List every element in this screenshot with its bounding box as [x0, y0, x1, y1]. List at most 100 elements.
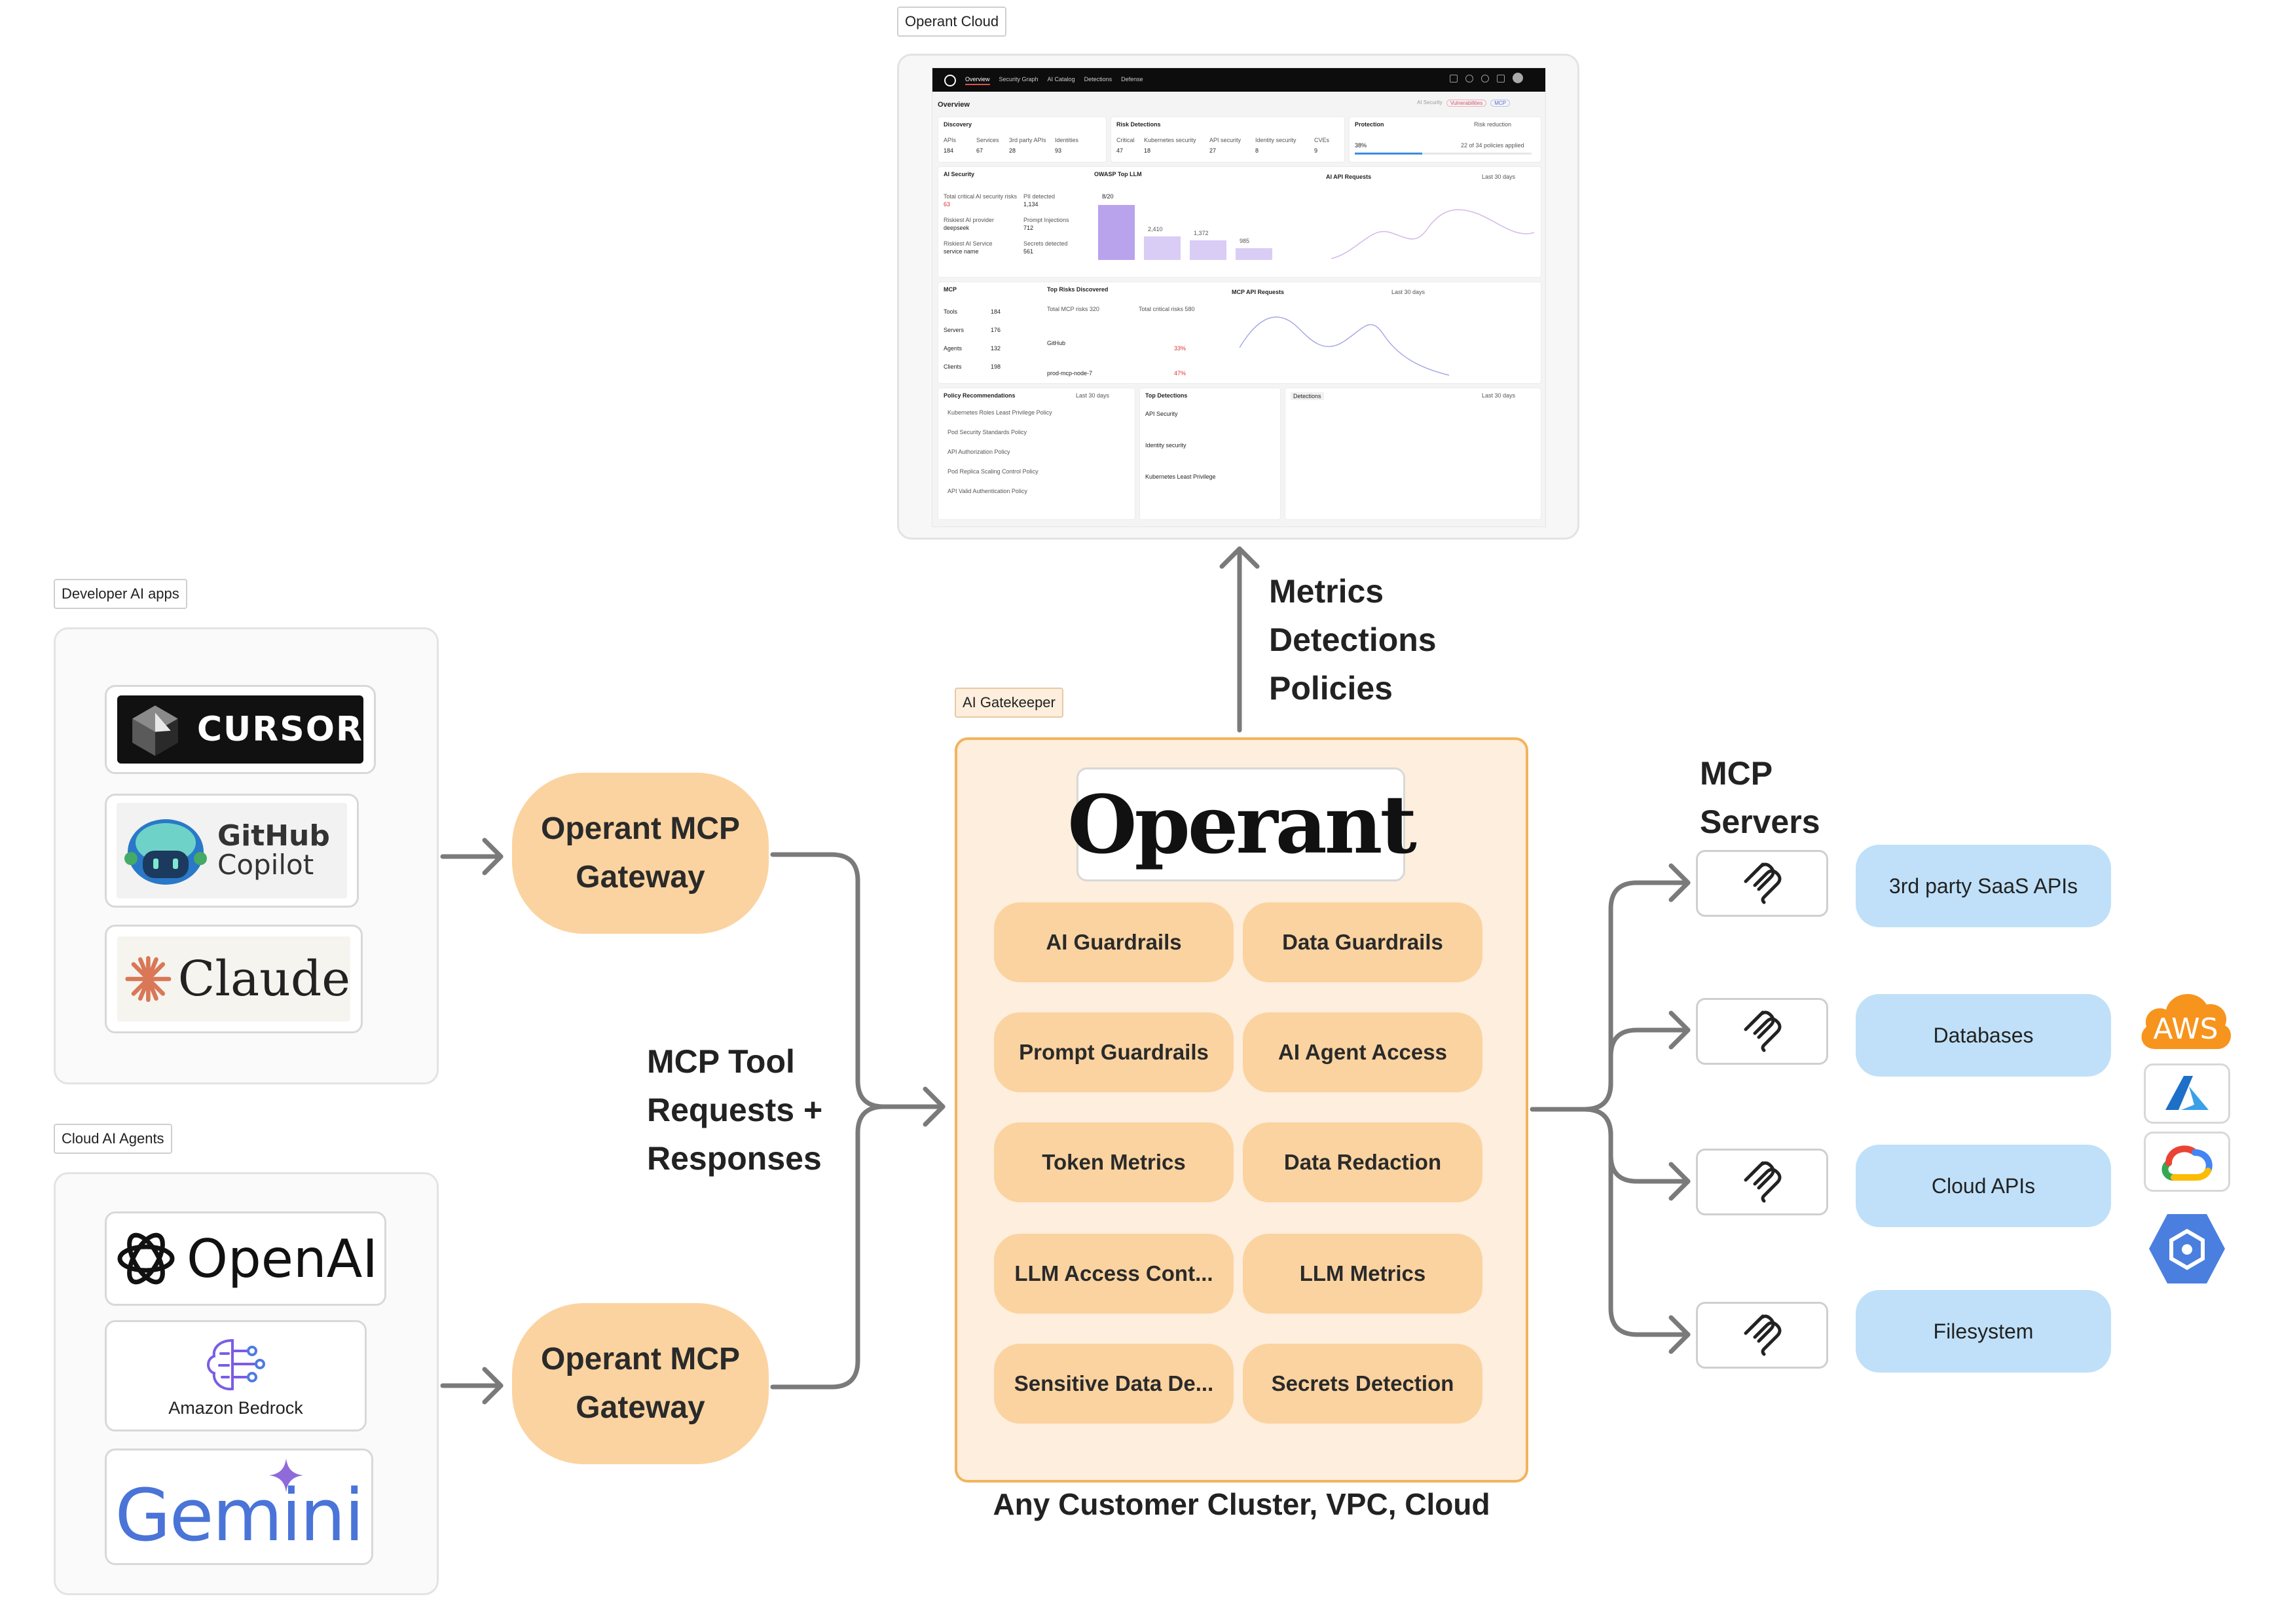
risk-value: 47 [1116, 147, 1124, 154]
mcp-server-3[interactable] [1696, 1149, 1828, 1215]
risk-value: 8 [1255, 147, 1259, 154]
discovery-label: Services [976, 137, 999, 143]
feature-data-redaction[interactable]: Data Redaction [1243, 1122, 1482, 1202]
destination-databases[interactable]: Databases [1856, 994, 2111, 1077]
feature-secrets-detection[interactable]: Secrets Detection [1243, 1344, 1482, 1424]
operant-mcp-gateway-cloud[interactable]: Operant MCP Gateway [512, 1303, 769, 1464]
gcp-hexagon-icon [2149, 1214, 2225, 1283]
nav-detections[interactable]: Detections [1084, 76, 1112, 83]
operant-mcp-gateway-dev[interactable]: Operant MCP Gateway [512, 773, 769, 934]
arrow-gateway1-to-gatekeeper [770, 852, 946, 1109]
owasp-bar [1190, 240, 1226, 260]
chip-mcp[interactable]: MCP [1490, 100, 1510, 107]
amazon-bedrock-logo: Amazon Bedrock [105, 1320, 367, 1431]
bedrock-brain-icon [207, 1338, 265, 1390]
feature-prompt-guardrails[interactable]: Prompt Guardrails [994, 1012, 1234, 1092]
feature-ai-guardrails[interactable]: AI Guardrails [994, 902, 1234, 982]
mcp-icon [1744, 1161, 1782, 1203]
protection-bar-fill [1355, 153, 1422, 155]
policy-item[interactable]: Kubernetes Roles Least Privilege Policy [947, 409, 1052, 416]
tab-detections[interactable]: Detections [1291, 392, 1324, 400]
period-select[interactable]: Last 30 days [1482, 392, 1516, 399]
ai-sec-label: Prompt Injections [1023, 217, 1069, 223]
protection-card: Protection Risk reduction 38% 22 of 34 p… [1349, 117, 1541, 162]
ai-sec-value: 561 [1023, 248, 1034, 255]
mcp-server-1[interactable] [1696, 850, 1828, 917]
google-cloud-logo [2144, 1132, 2230, 1192]
policy-item[interactable]: Pod Security Standards Policy [947, 429, 1027, 435]
settings-icon[interactable] [1450, 75, 1458, 83]
claude-wordmark: Claude [177, 951, 350, 1007]
avatar[interactable] [1513, 73, 1523, 83]
feature-sensitive-data-detection[interactable]: Sensitive Data De... [994, 1344, 1234, 1424]
nav-ai-catalog[interactable]: AI Catalog [1047, 76, 1075, 83]
grid-icon[interactable] [1497, 75, 1505, 83]
operant-wordmark: Operant [1067, 777, 1417, 872]
feature-data-guardrails[interactable]: Data Guardrails [1243, 902, 1482, 982]
nav-defense[interactable]: Defense [1121, 76, 1143, 83]
policy-item[interactable]: API Authorization Policy [947, 449, 1010, 455]
feature-ai-agent-access[interactable]: AI Agent Access [1243, 1012, 1482, 1092]
mcp-server-2[interactable] [1696, 998, 1828, 1065]
period-select[interactable]: Last 30 days [1482, 174, 1516, 180]
ai-sec-label: Riskiest AI provider [944, 217, 995, 223]
aws-cloud-icon [2141, 994, 2232, 1049]
mcp-row-label: Tools [944, 308, 958, 315]
discovery-card: Discovery APIs Services 3rd party APIs I… [938, 117, 1107, 162]
risk-label: Kubernetes security [1144, 137, 1196, 143]
nav-security-graph[interactable]: Security Graph [999, 76, 1039, 83]
detection-item[interactable]: Kubernetes Least Privilege [1145, 473, 1216, 480]
feature-token-metrics[interactable]: Token Metrics [994, 1122, 1234, 1202]
top-detections-title: Top Detections [1145, 392, 1188, 399]
ai-security-card: AI Security Total critical AI security r… [938, 166, 1541, 278]
gcp-hexagon-logo [2146, 1210, 2228, 1287]
destination-cloud-apis[interactable]: Cloud APIs [1856, 1145, 2111, 1227]
arrowhead [1219, 546, 1260, 569]
feature-llm-metrics[interactable]: LLM Metrics [1243, 1234, 1482, 1314]
risk-value: 18 [1144, 147, 1151, 154]
owasp-title: OWASP Top LLM [1094, 171, 1142, 177]
gateway-title: Operant MCP [540, 811, 741, 846]
policy-item[interactable]: API Valid Authentication Policy [947, 488, 1027, 494]
up-flow-label: Metrics Detections Policies [1269, 567, 1437, 712]
feature-llm-access-control[interactable]: LLM Access Cont... [994, 1234, 1234, 1314]
up-label-metrics: Metrics [1269, 573, 1384, 610]
destination-filesystem[interactable]: Filesystem [1856, 1290, 2111, 1373]
ai-sec-label: PII detected [1023, 193, 1056, 200]
mcp-api-requests-title: MCP API Requests [1232, 289, 1285, 295]
ai-sec-value: 63 [944, 201, 951, 208]
help-icon[interactable] [1465, 75, 1473, 83]
detection-item[interactable]: Identity security [1145, 442, 1186, 449]
github-copilot-logo: GitHub Copilot [105, 794, 359, 908]
ai-api-requests-chart [1331, 209, 1534, 259]
cloud-ai-agents-tag: Cloud AI Agents [54, 1124, 172, 1154]
destination-saas-apis[interactable]: 3rd party SaaS APIs [1856, 845, 2111, 927]
chip-ai-security[interactable]: AI Security [1417, 100, 1443, 105]
operant-brand-box: Operant [1067, 767, 1417, 881]
nav-icons [1450, 73, 1523, 83]
up-label-detections: Detections [1269, 621, 1437, 658]
mcp-row-label: Servers [944, 327, 965, 333]
mcp-server-4[interactable] [1696, 1302, 1828, 1369]
gateway-title: Operant MCP [540, 1342, 741, 1376]
discovery-label: Identities [1055, 137, 1079, 143]
period-select[interactable]: Last 30 days [1391, 289, 1425, 295]
owasp-bar-label: 8/20 [1102, 193, 1114, 200]
flow-label-line: Responses [647, 1140, 822, 1177]
nav-overview[interactable]: Overview [965, 76, 990, 85]
period-select[interactable]: Last 30 days [1076, 392, 1110, 399]
bell-icon[interactable] [1481, 75, 1489, 83]
policy-item[interactable]: Pod Replica Scaling Control Policy [947, 468, 1039, 475]
risk-value: 9 [1314, 147, 1318, 154]
operant-cloud-tag: Operant Cloud [897, 7, 1007, 37]
discovery-value: 93 [1055, 147, 1062, 154]
chip-vulnerabilities[interactable]: Vulnerabilities [1446, 100, 1487, 107]
owasp-bar [1098, 205, 1135, 260]
detection-item[interactable]: API Security [1145, 411, 1178, 417]
mcp-icon [1744, 862, 1782, 904]
mcp-row-value: 176 [991, 327, 1001, 333]
discovery-label: APIs [944, 137, 957, 143]
top-risks-total: Total MCP risks 320 [1047, 306, 1099, 312]
openai-wordmark: OpenAI [187, 1228, 378, 1289]
copilot-mascot-icon [124, 819, 207, 885]
